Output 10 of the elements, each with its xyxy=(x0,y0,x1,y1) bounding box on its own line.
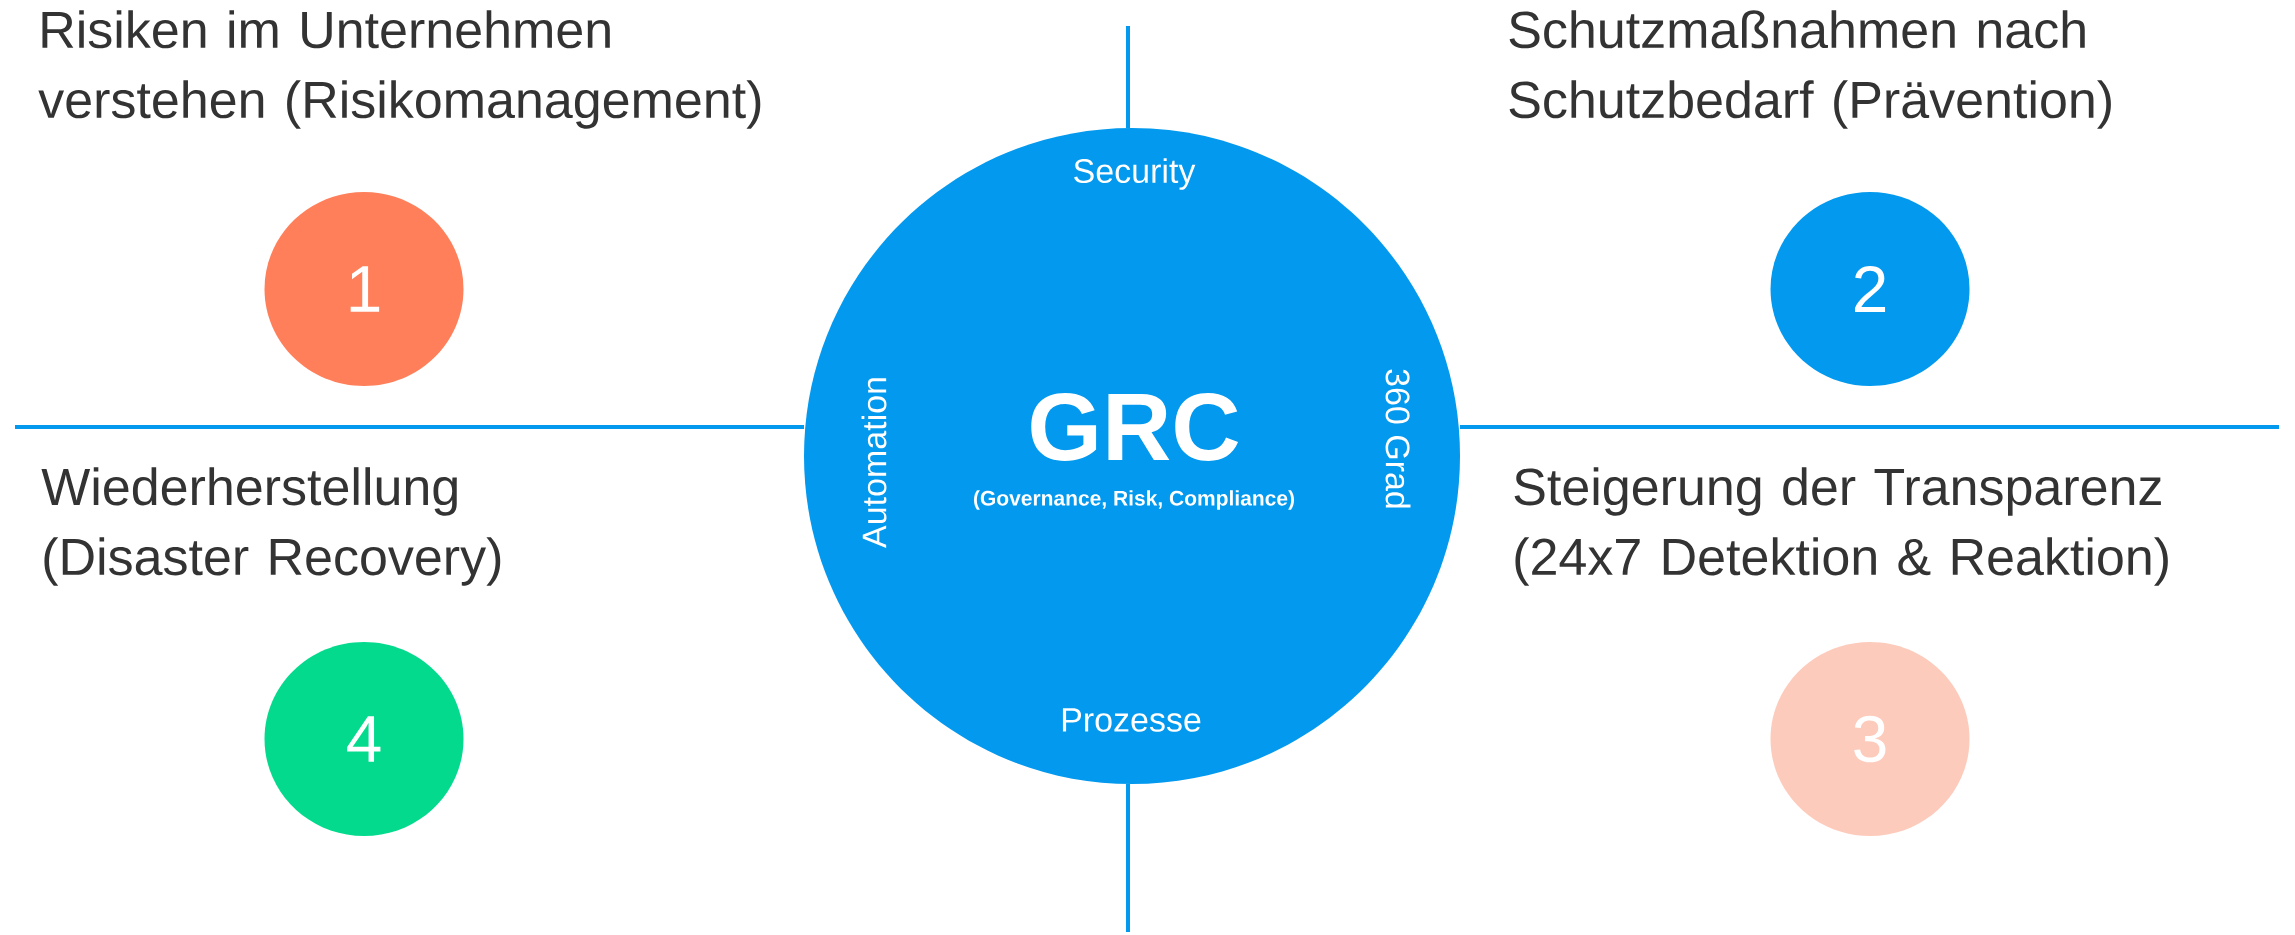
circle-label: Security xyxy=(1074,158,1196,190)
circle-label: Automation xyxy=(861,378,887,548)
subtitle-text: (Governance, Risk, Compliance) xyxy=(974,490,1294,510)
title-text: GRC xyxy=(1031,393,1239,461)
heading: Steigerung der Transparenz (24x7 Detektion & Reaktion) xyxy=(1514,467,2168,586)
heading: Wiederherstellung (Disaster Recovery) xyxy=(41,467,501,586)
heading: Risiken im Unternehmen verstehen (Risikomanagement) xyxy=(38,10,761,129)
circle-label: 360 Grad xyxy=(1385,369,1411,508)
heading: Schutzmaßnahmen nach Schutzbedarf (Prävention) xyxy=(1509,10,2111,129)
circle-label: Prozesse xyxy=(1062,708,1201,732)
